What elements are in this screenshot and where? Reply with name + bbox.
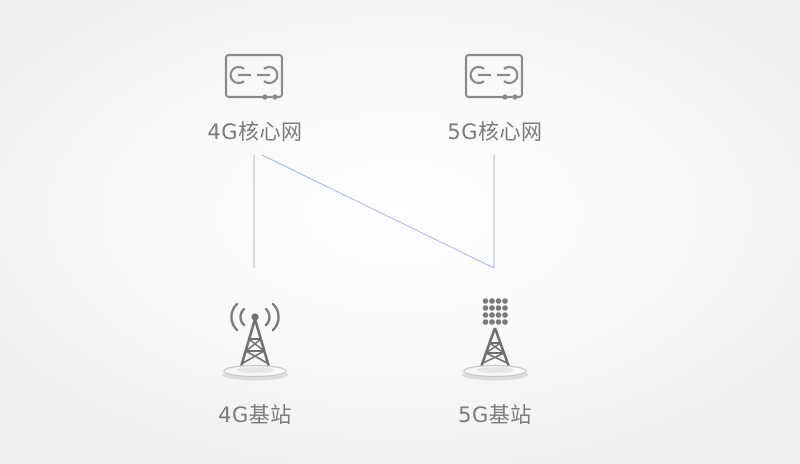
core-network-icon xyxy=(464,53,524,100)
base-station-4g-label: 4G基站 xyxy=(218,403,292,427)
massive-mimo-tower-icon xyxy=(462,298,528,381)
core-network-5g-label: 5G核心网 xyxy=(447,120,543,144)
core-network-icon xyxy=(224,53,284,100)
base-station-4g-node: 4G基站 xyxy=(195,295,315,426)
core-network-4g-label: 4G核心网 xyxy=(207,120,303,144)
base-station-5g-node: 5G基站 xyxy=(435,295,555,426)
core-network-5g-node: 5G核心网 xyxy=(435,52,555,143)
link-4g-core-to-5g-bs xyxy=(261,154,495,269)
core-network-4g-node: 4G核心网 xyxy=(195,52,315,143)
base-station-5g-label: 5G基站 xyxy=(458,403,532,427)
radio-tower-icon xyxy=(222,302,288,381)
